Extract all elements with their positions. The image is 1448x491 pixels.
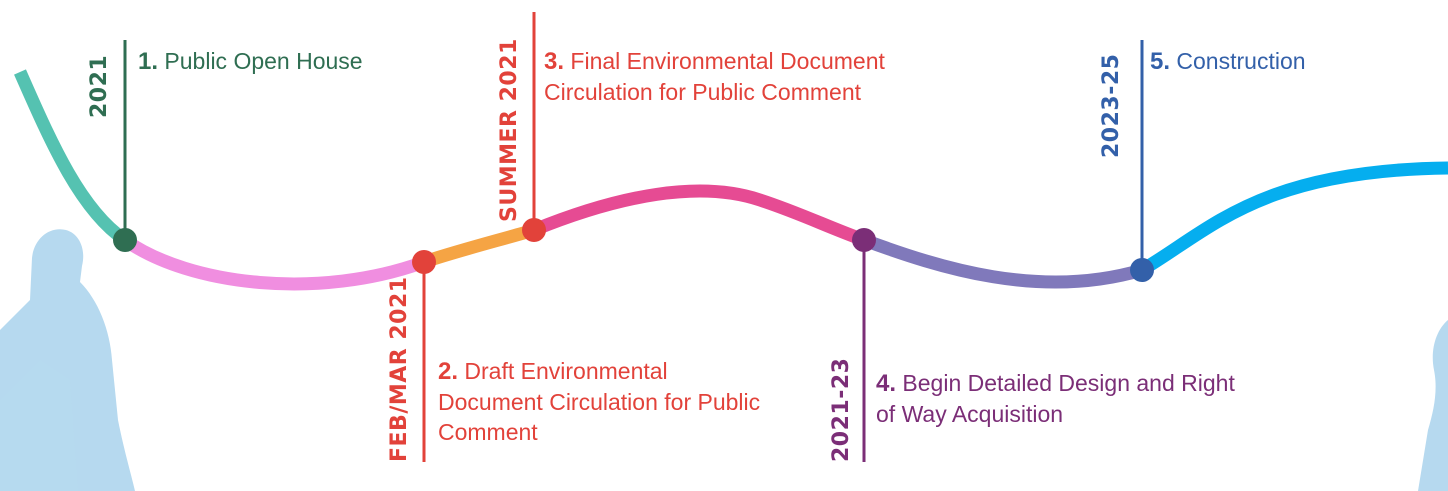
milestone-4-dot bbox=[852, 228, 876, 252]
curve-segment-orange bbox=[421, 223, 536, 269]
curve-segment-magenta bbox=[531, 184, 867, 247]
silhouette-left bbox=[0, 229, 135, 491]
milestone-4-title: Begin Detailed Design and Right of Way A… bbox=[876, 370, 1235, 427]
milestone-5-dot bbox=[1130, 258, 1154, 282]
milestone-5-date: 2023-25 bbox=[1099, 53, 1124, 158]
milestone-3-title: Final Environmental Document Circulation… bbox=[544, 48, 885, 105]
milestone-3-date: SUMMER 2021 bbox=[497, 38, 522, 222]
milestone-4-date: 2021-23 bbox=[829, 357, 854, 462]
milestone-4-number: 4. bbox=[876, 370, 897, 397]
milestone-5-title: Construction bbox=[1176, 48, 1306, 74]
curve-segment-sky bbox=[1138, 161, 1448, 276]
curve-segment-violet bbox=[861, 233, 1144, 289]
milestone-3-dot bbox=[522, 218, 546, 242]
milestone-1-dot bbox=[113, 228, 137, 252]
curve-segment-pink bbox=[121, 234, 427, 291]
milestone-5-number: 5. bbox=[1150, 48, 1171, 75]
milestone-1-title-block: 1. Public Open House bbox=[138, 46, 418, 77]
milestone-2-date: FEB/MAR 2021 bbox=[387, 276, 412, 462]
timeline-curve bbox=[14, 69, 1448, 291]
silhouette-right bbox=[1418, 320, 1448, 491]
milestone-2-number: 2. bbox=[438, 358, 459, 385]
milestone-2-dot bbox=[412, 250, 436, 274]
milestone-1-number: 1. bbox=[138, 48, 159, 75]
milestone-5-title-block: 5. Construction bbox=[1150, 46, 1400, 77]
milestone-3-number: 3. bbox=[544, 48, 565, 75]
milestone-3-title-block: 3. Final Environmental Document Circulat… bbox=[544, 46, 974, 107]
milestone-2-title: Draft Environmental Document Circulation… bbox=[438, 358, 761, 445]
milestone-2-title-block: 2. Draft Environmental Document Circulat… bbox=[438, 356, 778, 447]
milestone-1-date: 2021 bbox=[87, 54, 112, 118]
milestone-4-title-block: 4. Begin Detailed Design and Right of Wa… bbox=[876, 368, 1256, 429]
milestone-1-title: Public Open House bbox=[164, 48, 363, 74]
curve-segment-teal bbox=[14, 69, 129, 246]
